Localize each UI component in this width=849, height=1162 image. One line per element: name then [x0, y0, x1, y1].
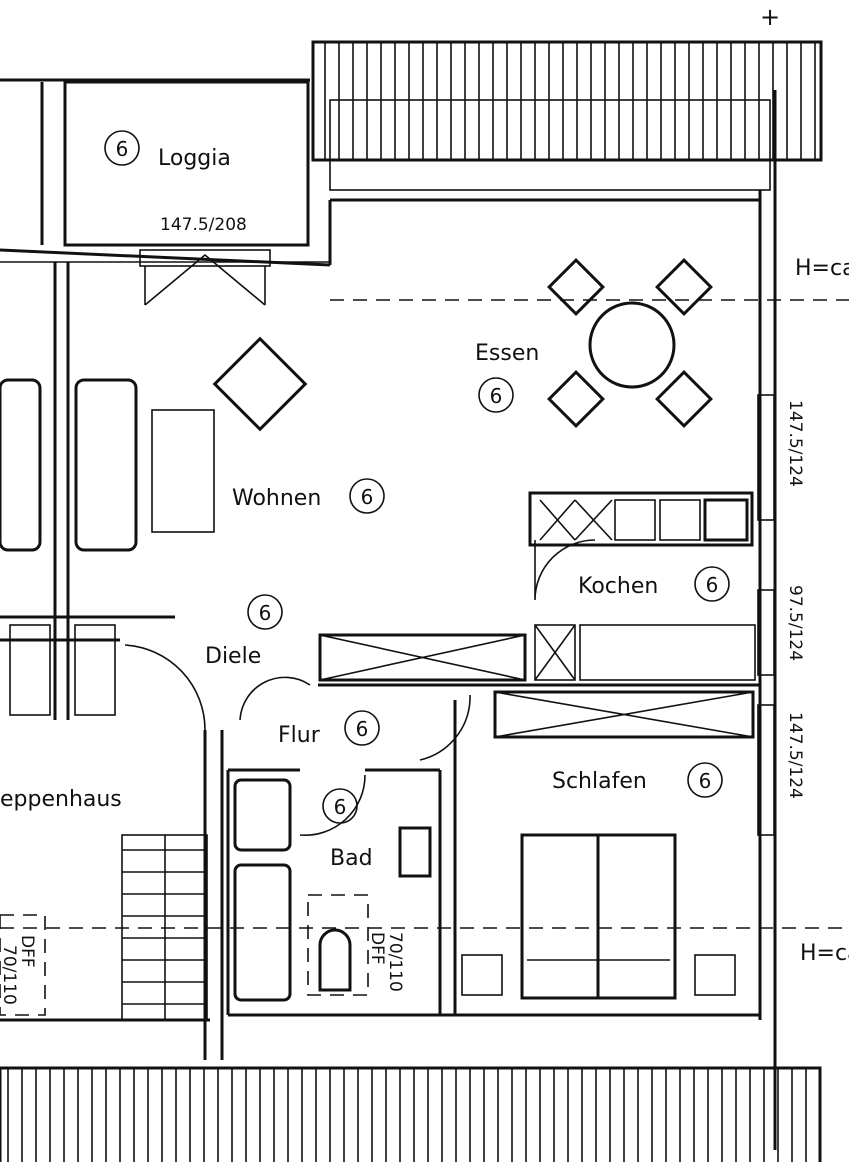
svg-text:6: 6 [490, 384, 503, 408]
sofa-neighbor [0, 378, 42, 552]
window-dimension-3: 147.5/124 [785, 712, 805, 799]
svg-text:Diele: Diele [205, 644, 261, 669]
flur-door [239, 676, 311, 721]
svg-text:Wohnen: Wohnen [232, 486, 321, 511]
height-mark-upper: H=ca [795, 256, 849, 281]
kitchen-door [534, 539, 596, 601]
svg-text:6: 6 [361, 485, 374, 509]
svg-text:DFF: DFF [367, 932, 387, 965]
bottom-railing [0, 1066, 822, 1162]
schlafen-door [419, 695, 471, 761]
svg-text:70/110: 70/110 [0, 945, 19, 1005]
entrance-door [124, 644, 206, 731]
bathtub [233, 863, 292, 1002]
stairs [121, 834, 208, 1021]
svg-text:Bad: Bad [330, 846, 373, 871]
window-dimension-1: 147.5/124 [785, 400, 805, 487]
svg-text:Kochen: Kochen [578, 574, 658, 599]
toilet [318, 928, 352, 992]
svg-text:Essen: Essen [475, 341, 539, 366]
window-dimension-2: 97.5/124 [785, 585, 805, 661]
room-bad: 6 Bad [322, 788, 373, 871]
roof-window-stair [0, 914, 46, 1016]
right-windows [757, 394, 775, 836]
room-loggia: 6 Loggia 147.5/208 [104, 130, 247, 235]
svg-text:6: 6 [259, 601, 272, 625]
room-diele: 6 Diele [205, 594, 283, 669]
kitchen-counter [528, 491, 756, 681]
armchair [212, 336, 308, 432]
walls [0, 78, 777, 1150]
wardrobe-schlafen [493, 690, 755, 739]
room-flur: Flur 6 [278, 710, 380, 748]
roof-window-label-stair: DFF 70/110 [0, 935, 37, 1005]
svg-text:Flur: Flur [278, 723, 321, 748]
north-cross-icon: + [760, 3, 780, 31]
sink [398, 826, 432, 878]
sofa [74, 378, 138, 552]
wardrobe-diele [318, 633, 527, 682]
top-railing [311, 40, 823, 191]
svg-text:DFF: DFF [17, 935, 37, 968]
svg-text:6: 6 [356, 717, 369, 741]
bed [461, 833, 736, 1000]
room-wohnen: Wohnen 6 [232, 478, 385, 514]
loggia-door [139, 249, 271, 306]
coffee-table [151, 409, 215, 533]
svg-text:Loggia: Loggia [158, 146, 231, 171]
svg-text:Schlafen: Schlafen [552, 769, 647, 794]
room-schlafen: Schlafen 6 [552, 762, 723, 798]
bad-door [299, 774, 366, 836]
room-treppenhaus: eppenhaus [0, 787, 122, 812]
svg-text:6: 6 [334, 795, 347, 819]
shower [233, 778, 292, 852]
height-mark-lower: H=ca [800, 941, 849, 966]
svg-text:147.5/208: 147.5/208 [160, 215, 247, 235]
meter-cabinets [9, 624, 116, 716]
room-kochen: Kochen 6 [578, 566, 730, 602]
svg-text:6: 6 [706, 573, 719, 597]
svg-text:6: 6 [116, 137, 129, 161]
room-essen: Essen 6 [475, 341, 539, 413]
roof-window-bad [307, 894, 369, 996]
svg-text:70/110: 70/110 [385, 932, 405, 992]
svg-text:6: 6 [699, 769, 712, 793]
roof-window-label-bad: DFF 70/110 [367, 932, 405, 992]
dining-table [547, 258, 713, 428]
